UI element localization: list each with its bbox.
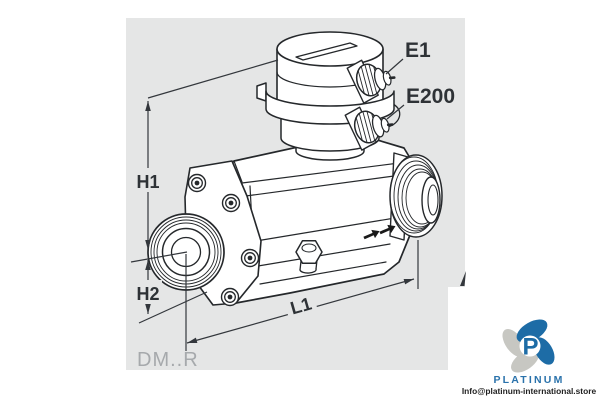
port-centerline bbox=[130, 251, 188, 263]
flow-meter-drawing bbox=[147, 31, 443, 307]
h1-dimension-label: H1 bbox=[136, 172, 159, 192]
contact-email: Info@platinum-international.store bbox=[462, 386, 597, 396]
h2-dimension-label: H2 bbox=[136, 284, 159, 304]
flow-direction-icon bbox=[363, 224, 396, 240]
model-label: DM..R bbox=[137, 349, 199, 371]
flange-bolt bbox=[220, 287, 240, 307]
cropped-arrowhead bbox=[460, 271, 466, 286]
l1-label-backing bbox=[283, 290, 319, 320]
e200-leader-line bbox=[386, 104, 405, 120]
right-threaded-port bbox=[389, 152, 443, 241]
transmitter-head bbox=[256, 31, 401, 161]
drain-plug bbox=[295, 239, 323, 274]
label-e200: E200 bbox=[406, 85, 455, 108]
flange-bolt bbox=[240, 248, 260, 268]
h1-label-backing bbox=[135, 168, 162, 192]
h2-label-backing bbox=[135, 280, 162, 304]
e1-leader-line bbox=[385, 58, 404, 75]
meter-body bbox=[147, 138, 443, 307]
flange-bolt bbox=[221, 193, 241, 213]
logo-letter: P bbox=[522, 334, 538, 361]
cable-gland-e1 bbox=[346, 59, 396, 104]
display-slot bbox=[295, 42, 358, 61]
platinum-logo: P bbox=[502, 319, 555, 373]
brand-name: PLATINUM bbox=[493, 374, 564, 386]
label-e1: E1 bbox=[405, 39, 431, 62]
flange-bolt bbox=[187, 173, 207, 193]
cable-gland-e200 bbox=[344, 106, 394, 151]
h1-extension-line bbox=[147, 59, 279, 99]
dimension-annotations: H1 H2 L1 E1 E200 DM..R bbox=[130, 39, 466, 371]
